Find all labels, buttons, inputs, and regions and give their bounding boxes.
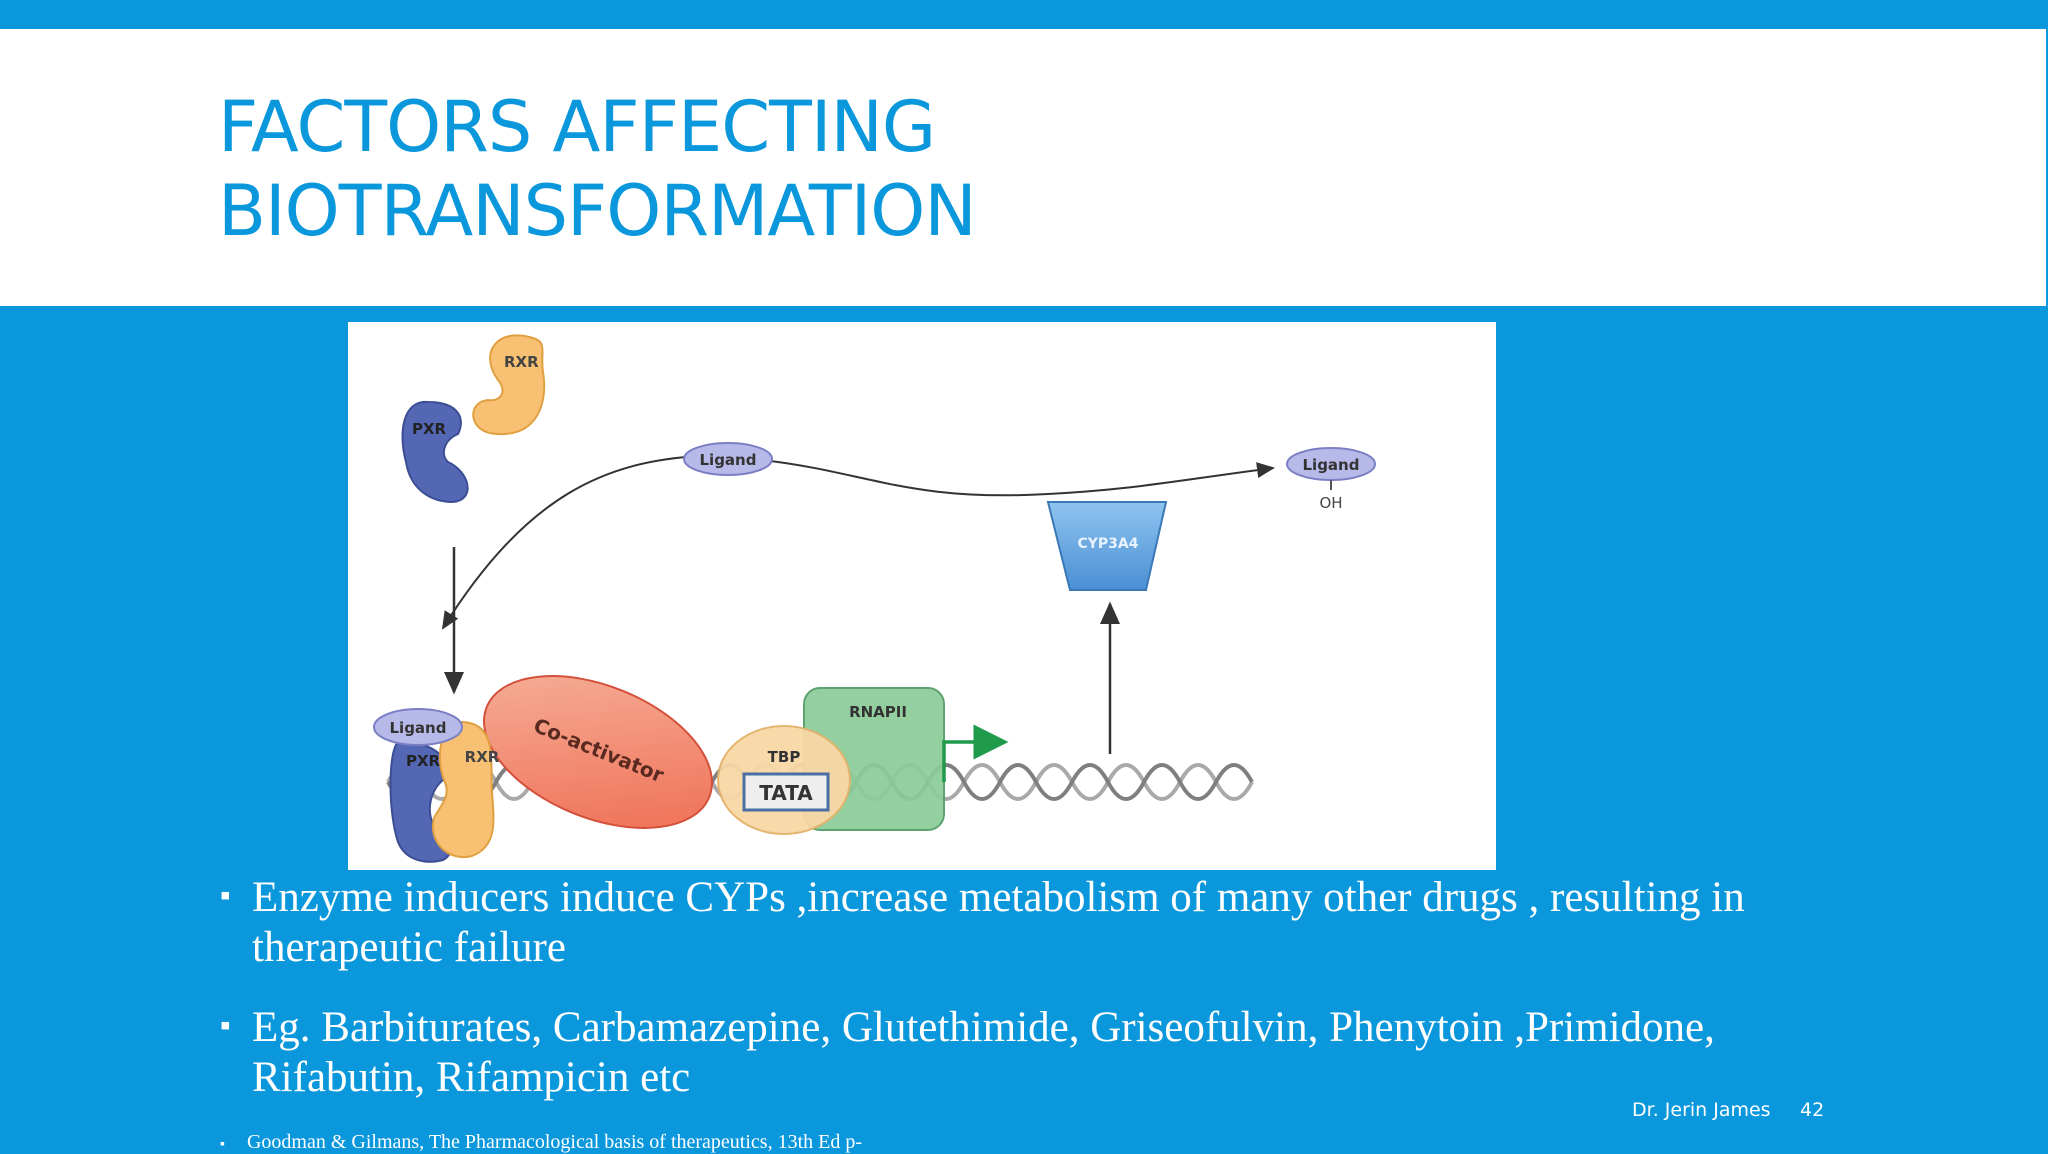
rxr-top-label: RXR (504, 353, 539, 371)
metabolism-arrow (761, 459, 1275, 497)
slide-title-line-1: FACTORS AFFECTING (218, 86, 936, 168)
bullet-marker-icon: ▪ (220, 879, 231, 912)
pxr-induction-diagram: RXR PXR Ligand Ligand OH CYP3A4 RNAPII (348, 322, 1496, 870)
footer-author: Dr. Jerin James (1632, 1099, 1771, 1121)
ligand-entry-arrow (441, 455, 699, 630)
ligand-bound (373, 708, 463, 746)
bullet-text: Enzyme inducers induce CYPs ,increase me… (252, 874, 1745, 971)
ligand-bound-label: Ligand (390, 719, 447, 737)
cyp3a4-label: CYP3A4 (1078, 536, 1139, 552)
bullet-list: ▪ Enzyme inducers induce CYPs ,increase m… (220, 873, 1860, 1133)
slide-title-line-2: BIOTRANSFORMATION (218, 170, 977, 252)
cyp3a4-enzyme (1046, 501, 1168, 591)
pxr-protein-top (401, 400, 469, 504)
ligand-right-label: Ligand (1303, 456, 1360, 474)
bullet-item: ▪ Eg. Barbiturates, Carbamazepine, Glutet… (220, 1003, 1860, 1103)
pxr-top-label: PXR (412, 420, 447, 438)
bullet-item: ▪ Enzyme inducers induce CYPs ,increase m… (220, 873, 1860, 973)
page-number: 42 (1800, 1099, 1825, 1121)
coactivator-protein (483, 675, 713, 829)
oh-label: OH (1319, 494, 1342, 512)
slide-title: FACTORS AFFECTING BIOTRANSFORMATION (218, 85, 977, 253)
diagram-svg: RXR PXR Ligand Ligand OH CYP3A4 RNAPII (373, 334, 1376, 863)
bullet-text: Eg. Barbiturates, Carbamazepine, Gluteth… (252, 1004, 1715, 1101)
tata-label: TATA (759, 781, 813, 805)
rnapii-label: RNAPII (849, 703, 907, 721)
tbp-label: TBP (768, 748, 801, 766)
rxr-protein-bound (431, 720, 495, 859)
pxr-bound-label: PXR (406, 752, 441, 770)
rxr-protein-top (472, 334, 546, 436)
ligand-center-label: Ligand (700, 451, 757, 469)
top-accent-bar (0, 0, 2048, 29)
rxr-bound-label: RXR (465, 748, 500, 766)
reference-text: Goodman & Gilmans, The Pharmacological b… (246, 1131, 863, 1153)
reference-bullet-icon: ▪ (220, 1137, 225, 1152)
bullet-marker-icon: ▪ (220, 1009, 231, 1042)
ligand-center (683, 442, 773, 476)
title-header: FACTORS AFFECTING BIOTRANSFORMATION (0, 29, 2048, 306)
reference-note: ▪ Goodman & Gilmans, The Pharmacological … (220, 1131, 862, 1154)
transcription-start-arrow (942, 724, 1009, 782)
tata-box (742, 772, 830, 812)
